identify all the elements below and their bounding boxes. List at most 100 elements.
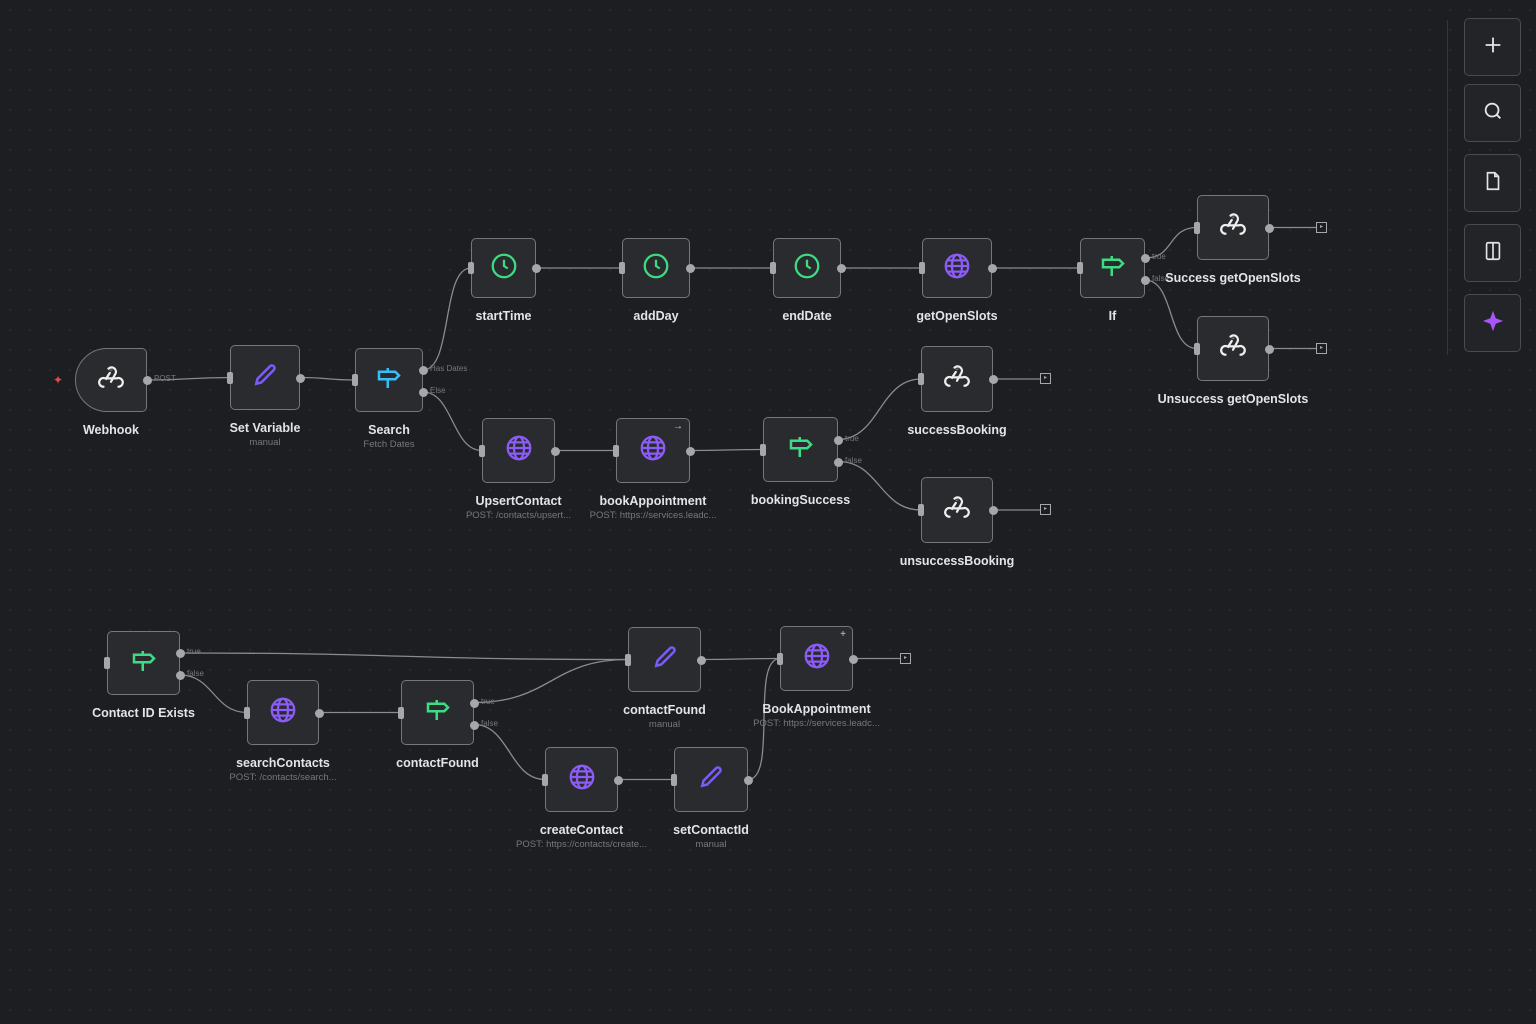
connection-if-successGet[interactable] <box>1144 226 1198 259</box>
output-port[interactable] <box>1265 344 1274 354</box>
node-setContactId[interactable] <box>674 747 748 812</box>
connection-bookingSuccess-successBooking[interactable] <box>837 378 922 441</box>
output-port[interactable] <box>837 264 846 273</box>
add-node-button[interactable]: ▸ <box>1316 221 1327 233</box>
connection-contactIdExists-searchContacts[interactable] <box>179 674 248 714</box>
add-node-button[interactable]: ▸ <box>1316 342 1327 354</box>
output-port[interactable] <box>849 654 858 664</box>
output-port[interactable] <box>176 671 185 680</box>
input-port[interactable] <box>918 504 924 516</box>
search-button[interactable] <box>1464 84 1521 142</box>
connection-setVariable-search[interactable] <box>299 376 356 381</box>
output-port[interactable] <box>989 375 998 384</box>
node-upsertContact[interactable] <box>482 418 555 483</box>
input-port[interactable] <box>1194 221 1200 234</box>
node-webhook[interactable] <box>75 348 147 412</box>
connection-contactFoundIf-contactFoundSet[interactable] <box>473 658 629 704</box>
output-port[interactable] <box>419 366 428 375</box>
connection-contactFoundIf-createContact[interactable] <box>473 723 546 781</box>
output-port[interactable] <box>1265 223 1274 233</box>
input-port[interactable] <box>619 262 625 274</box>
connection-bookAppointment-bookingSuccess[interactable] <box>689 448 764 452</box>
output-port[interactable] <box>176 649 185 658</box>
node-unsuccessGet[interactable] <box>1197 316 1269 381</box>
input-port[interactable] <box>398 706 404 719</box>
input-port[interactable] <box>479 444 485 457</box>
output-label: false <box>845 455 862 465</box>
output-port[interactable] <box>470 698 479 708</box>
output-port[interactable] <box>532 264 541 273</box>
output-label: true <box>187 647 201 656</box>
connection-search-startTime[interactable] <box>422 267 472 371</box>
input-port[interactable] <box>760 443 766 456</box>
ai-assistant-button[interactable] <box>1464 294 1521 352</box>
input-port[interactable] <box>542 773 548 786</box>
output-port[interactable] <box>686 446 695 456</box>
node-addDay[interactable] <box>622 238 690 298</box>
output-port[interactable] <box>1141 254 1150 263</box>
input-port[interactable] <box>613 444 619 457</box>
input-port[interactable] <box>1194 342 1200 355</box>
node-contactIdExists[interactable] <box>107 631 180 695</box>
add-node-button[interactable]: ▸ <box>1040 504 1051 515</box>
connection-contactIdExists-contactFoundSet[interactable] <box>179 652 629 661</box>
output-port[interactable] <box>744 775 753 785</box>
node-bookAppointment2[interactable]: + <box>780 626 853 691</box>
input-port[interactable] <box>770 262 776 274</box>
input-port[interactable] <box>104 657 110 669</box>
node-searchContacts[interactable] <box>247 680 319 745</box>
connection-search-upsertContact[interactable] <box>422 391 483 452</box>
node-label: unsuccessBooking <box>899 554 1015 568</box>
input-port[interactable] <box>1077 262 1083 274</box>
input-port[interactable] <box>352 374 358 386</box>
node-createContact[interactable] <box>545 747 618 812</box>
output-port[interactable] <box>686 264 695 273</box>
input-port[interactable] <box>671 773 677 786</box>
add-node-button[interactable]: ▸ <box>1040 373 1051 384</box>
sticky-note-button[interactable] <box>1464 154 1521 212</box>
input-port[interactable] <box>625 653 631 666</box>
node-successBooking[interactable] <box>921 346 993 412</box>
input-port[interactable] <box>227 371 233 384</box>
node-search[interactable] <box>355 348 423 412</box>
input-port[interactable] <box>468 262 474 274</box>
output-port[interactable] <box>296 373 305 383</box>
output-port[interactable] <box>988 264 997 273</box>
node-setVariable[interactable] <box>230 345 300 410</box>
output-label: Else <box>430 386 446 395</box>
signpost-icon <box>374 363 404 398</box>
node-getOpenSlots[interactable] <box>922 238 992 298</box>
output-port[interactable] <box>1141 276 1150 285</box>
node-if[interactable] <box>1080 238 1145 298</box>
output-port[interactable] <box>834 435 843 445</box>
output-port[interactable] <box>697 655 706 665</box>
input-port[interactable] <box>777 652 783 665</box>
input-port[interactable] <box>919 262 925 274</box>
output-port[interactable] <box>315 708 324 718</box>
output-port[interactable] <box>419 388 428 397</box>
panel-toggle-button[interactable] <box>1464 224 1521 282</box>
node-endDate[interactable] <box>773 238 841 298</box>
node-unsuccessBooking[interactable] <box>921 477 993 543</box>
input-port[interactable] <box>918 373 924 385</box>
node-bookAppointment[interactable]: → <box>616 418 690 483</box>
output-port[interactable] <box>551 446 560 456</box>
node-contactFoundIf[interactable] <box>401 680 474 745</box>
zoom-in-button[interactable] <box>1464 18 1521 76</box>
connection-webhook-setVariable[interactable] <box>146 376 231 381</box>
output-port[interactable] <box>834 457 843 467</box>
output-port[interactable] <box>143 376 152 385</box>
node-bookingSuccess[interactable] <box>763 417 838 482</box>
output-port[interactable] <box>470 720 479 730</box>
add-node-button[interactable]: ▸ <box>900 652 911 664</box>
connection-if-unsuccessGet[interactable] <box>1144 279 1198 350</box>
output-port[interactable] <box>989 506 998 515</box>
connection-contactFoundSet-bookAppointment2[interactable] <box>700 657 781 661</box>
node-contactFoundSet[interactable] <box>628 627 701 692</box>
node-successGet[interactable] <box>1197 195 1269 260</box>
node-startTime[interactable] <box>471 238 536 298</box>
output-port[interactable] <box>614 775 623 785</box>
connection-setContactId-bookAppointment2[interactable] <box>747 657 781 781</box>
connection-bookingSuccess-unsuccessBooking[interactable] <box>837 460 922 511</box>
input-port[interactable] <box>244 706 250 719</box>
